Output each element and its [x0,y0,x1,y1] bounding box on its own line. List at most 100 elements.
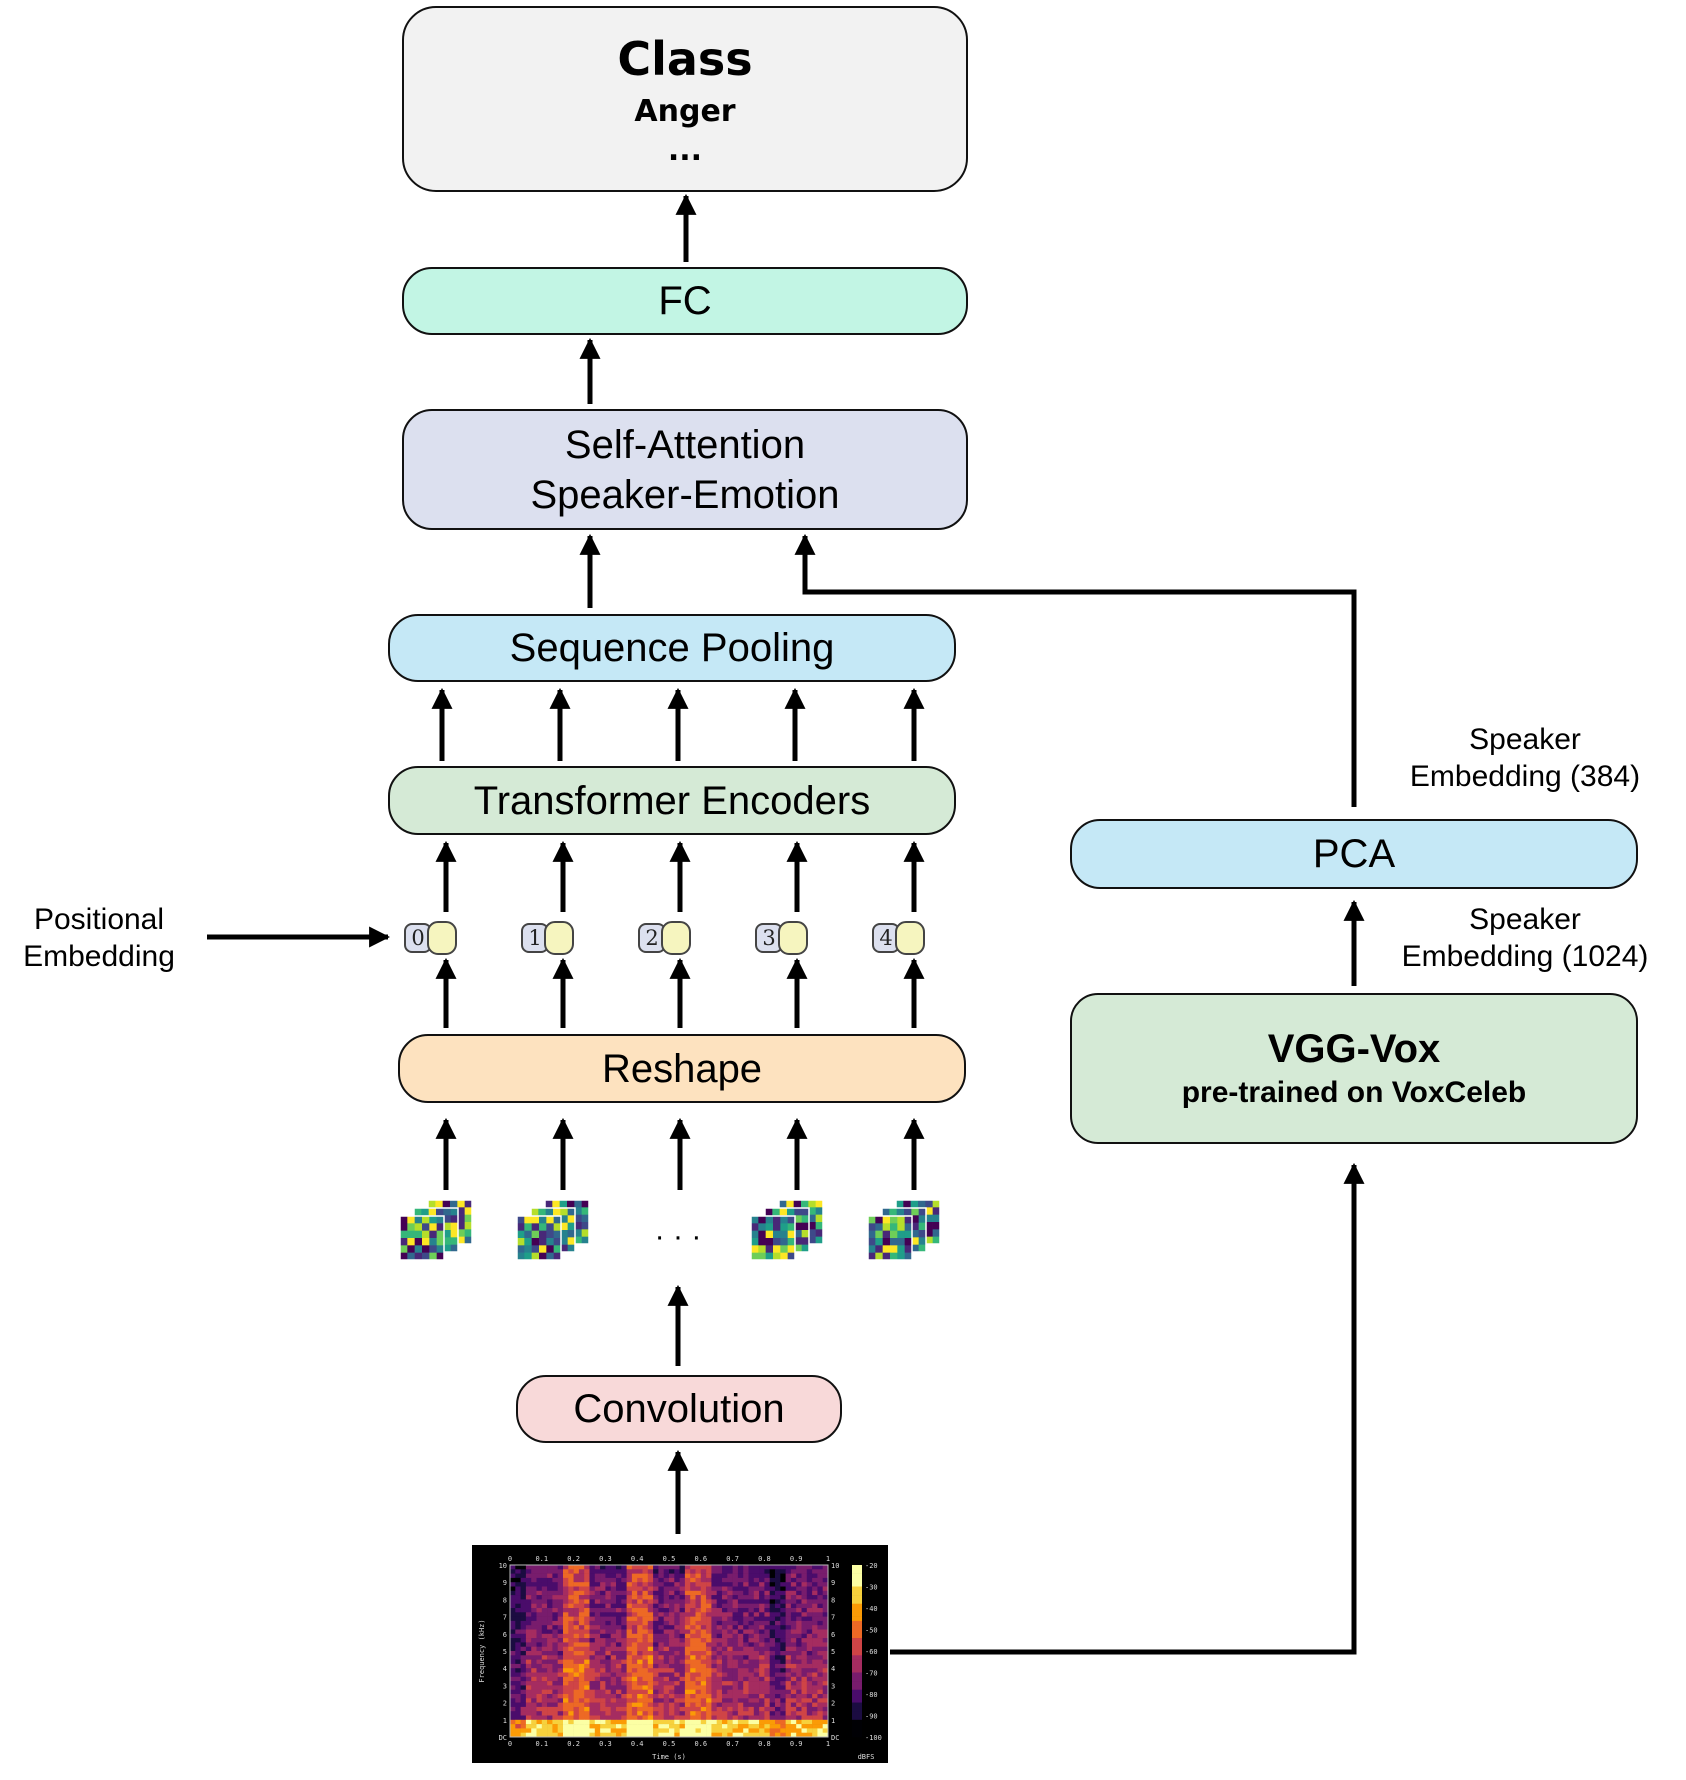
speaker-embedding-384-annotation: Speaker Embedding (384) [1380,722,1670,795]
spectrogram-x-tick: 0.4 [631,1555,644,1563]
vgg-vox-box: VGG-Vox pre-trained on VoxCeleb [1070,993,1638,1144]
class-title: Class [617,32,753,87]
sequence-pooling-box: Sequence Pooling [388,614,956,682]
spectrogram-y-tick: 2 [831,1700,835,1708]
class-example-label: Anger [634,93,736,129]
spectrogram-colorbar-tick: -50 [865,1627,878,1635]
spectrogram-colorbar-tick: -60 [865,1648,878,1656]
spectrogram-x-tick: 0.3 [599,1740,612,1748]
pca-box: PCA [1070,819,1638,889]
feature-map-stack [516,1199,590,1261]
spectrogram-x-tick: 0.7 [726,1740,739,1748]
spectrogram-x-tick: 0.7 [726,1555,739,1563]
spectrogram-x-tick: 0 [508,1555,512,1563]
convolution-box: Convolution [516,1375,842,1443]
spectrogram-x-tick: 0.6 [694,1555,707,1563]
spectrogram-x-label: Time (s) [652,1753,686,1761]
class-output-box: Class Anger ... [402,6,968,192]
feature-map [516,1215,562,1261]
spectrogram-x-tick: 0.8 [758,1740,771,1748]
positional-embedding-annotation: Positional Embedding [8,902,190,975]
positional-embedding-line1: Positional [33,903,165,936]
spectrogram-x-tick: 0.5 [663,1740,676,1748]
spectrogram-x-tick: 0.3 [599,1555,612,1563]
arrow-speaker-to-attention [794,533,1357,807]
spectrogram-x-tick: 0.6 [694,1740,707,1748]
spectrogram-colorbar-tick: -40 [865,1605,878,1613]
spectrogram-colorbar-tick: -70 [865,1670,878,1678]
spectrogram-y-tick: 4 [831,1665,835,1673]
convolution-label: Convolution [573,1387,785,1431]
spectrogram-x-tick: 0.8 [758,1555,771,1563]
spectrogram-y-tick: 9 [503,1579,507,1587]
token-embedding-box [778,921,808,955]
spectrogram-colorbar-tick: -100 [865,1734,882,1742]
spectrogram-y-tick: 6 [831,1631,835,1639]
pca-label: PCA [1312,832,1396,876]
self-attention-label-line2: Speaker-Emotion [530,472,840,517]
speaker-embedding-1024-line2: Embedding (1024) [1401,939,1649,973]
spectrogram-y-tick: 1 [831,1717,835,1725]
feature-map-stack [399,1199,473,1261]
spectrogram-x-tick: 0.1 [535,1555,548,1563]
spectrogram-x-tick: 0.2 [567,1555,580,1563]
spectrogram-x-tick: 1 [826,1555,830,1563]
fc-label: FC [658,279,712,323]
positional-embedding-line2: Embedding [23,939,175,973]
spectrogram-y-tick: 4 [503,1665,507,1673]
feature-map [867,1215,913,1261]
fc-box: FC [402,267,968,335]
spectrogram-colorbar-tick: -20 [865,1562,878,1570]
spectrogram-x-tick: 0 [508,1740,512,1748]
feature-map-stack [750,1199,824,1261]
feature-map-stack [867,1199,941,1261]
patch-ellipsis: · · · [655,1220,702,1253]
spectrogram-x-tick: 0.4 [631,1740,644,1748]
class-more-label: ... [667,132,703,168]
spectrogram-colorbar-tick: -90 [865,1713,878,1721]
transformer-encoders-box: Transformer Encoders [388,766,956,835]
reshape-label: Reshape [601,1046,763,1091]
spectrogram-y-tick: 3 [831,1682,835,1690]
self-attention-box: Self-Attention Speaker-Emotion [402,409,968,530]
vgg-vox-subtitle: pre-trained on VoxCeleb [1181,1076,1527,1109]
spectrogram-y-tick: 10 [499,1562,507,1570]
spectrogram-y-tick: 5 [503,1648,507,1656]
token-embedding-box [544,921,574,955]
spectrogram-heatmap [510,1565,829,1738]
spectrogram-image: 000.10.10.20.20.30.30.40.40.50.50.60.60.… [472,1545,888,1763]
patch-group [399,1199,941,1261]
spectrogram-colorbar [852,1565,862,1738]
speaker-embedding-1024-line1: Speaker [1469,903,1581,936]
token-embedding-box [661,921,691,955]
reshape-box: Reshape [398,1034,966,1103]
spectrogram-y-tick: 10 [831,1562,839,1570]
spectrogram-y-tick: 2 [503,1700,507,1708]
token-embedding-box [895,921,925,955]
spectrogram-x-tick: 0.5 [663,1555,676,1563]
speaker-embedding-384-line2: Embedding (384) [1409,759,1641,793]
spectrogram-x-tick: 0.9 [790,1740,803,1748]
spectrogram-y-tick: 7 [831,1614,835,1622]
spectrogram-y-tick: DC [831,1734,839,1742]
spectrogram-colorbar-unit: dBFS [858,1753,875,1761]
spectrogram-y-tick: 3 [503,1682,507,1690]
spectrogram-y-tick: 5 [831,1648,835,1656]
spectrogram-colorbar-tick: -30 [865,1584,878,1592]
spectrogram-y-tick: 8 [831,1596,835,1604]
token-index-label: 3 [762,926,775,950]
arrow-spectrogram-to-vgg [890,1162,1365,1655]
spectrogram-y-tick: 6 [503,1631,507,1639]
token-embedding-box [427,921,457,955]
token-index-label: 1 [528,926,541,950]
feature-map [750,1215,796,1261]
sequence-pooling-label: Sequence Pooling [509,626,835,670]
spectrogram-x-tick: 1 [826,1740,830,1748]
spectrogram-colorbar-tick: -80 [865,1691,878,1699]
token-index-label: 0 [411,926,424,950]
spectrogram-y-tick: 9 [831,1579,835,1587]
spectrogram-x-tick: 0.9 [790,1555,803,1563]
spectrogram-y-label: Frequency (kHz) [478,1619,486,1682]
